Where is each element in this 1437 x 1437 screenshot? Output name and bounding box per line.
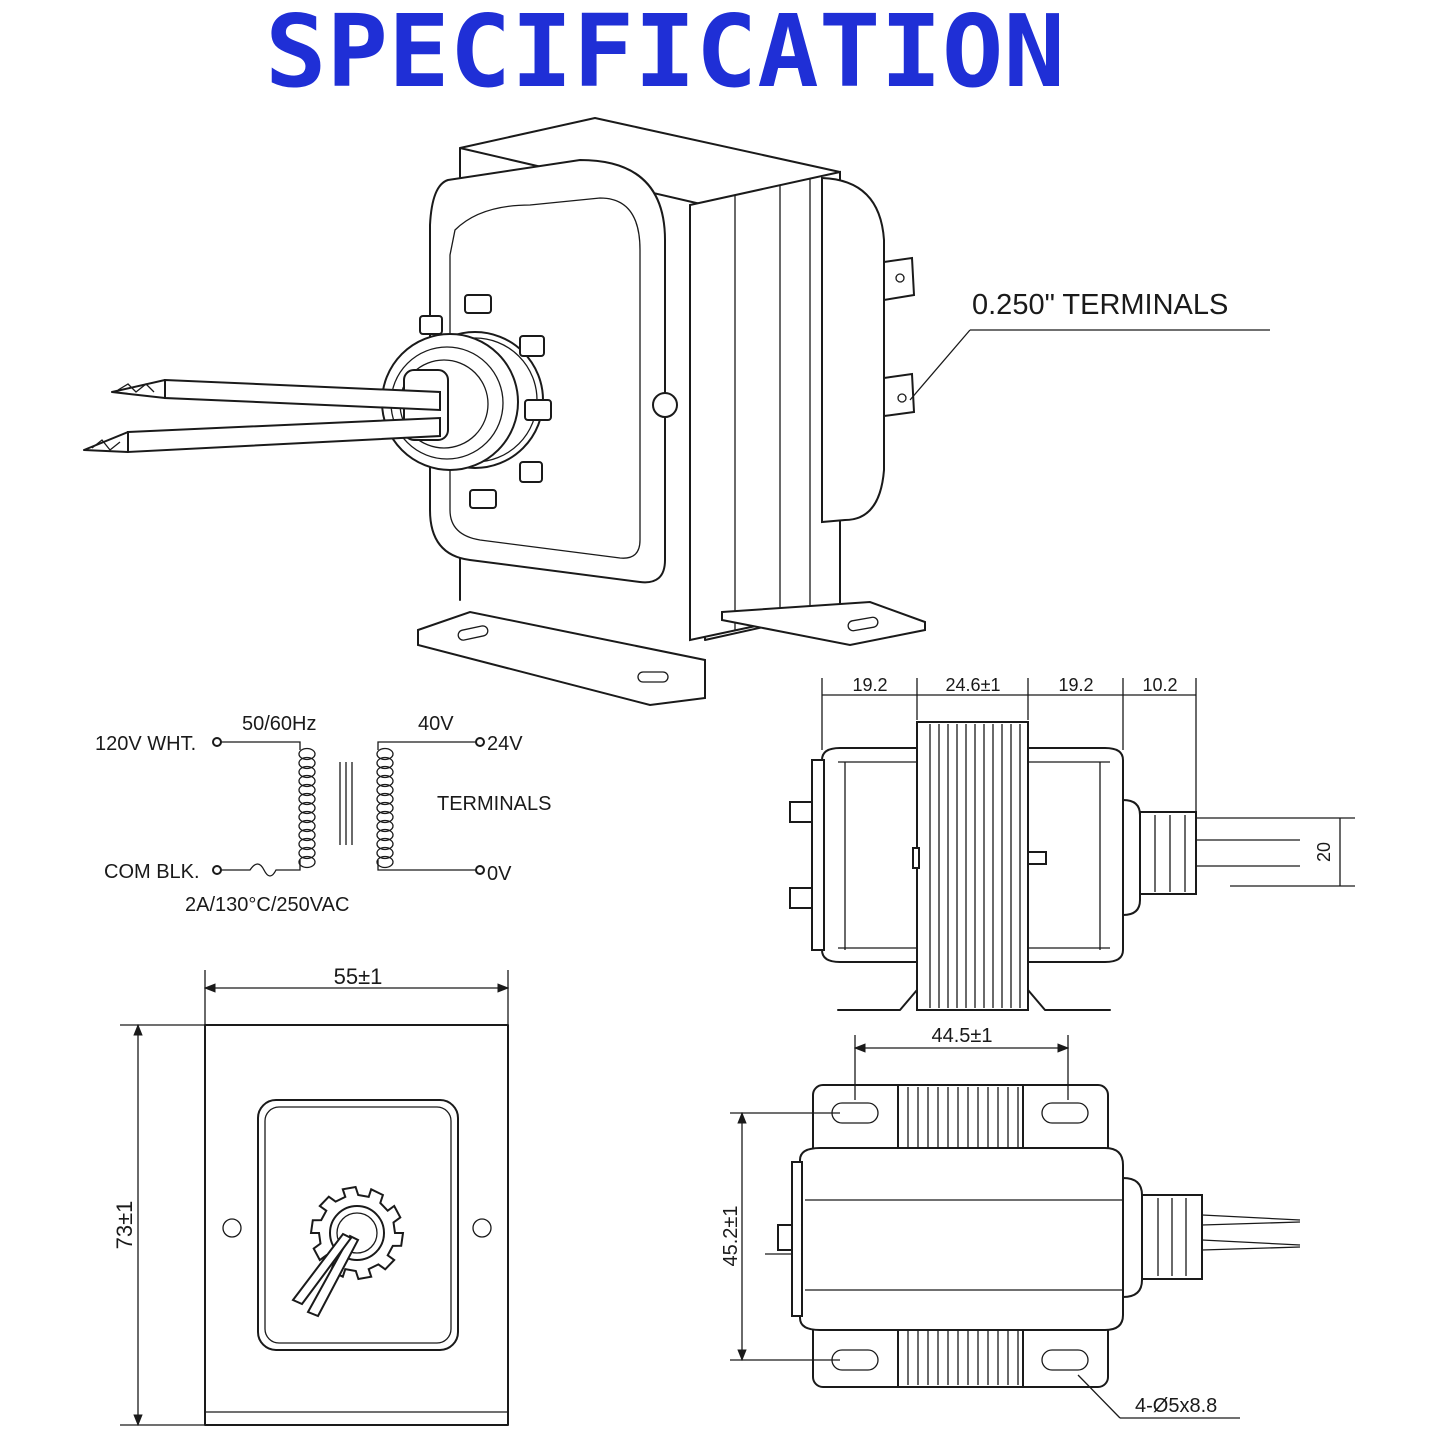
front-height-dim: 73±1 (112, 1201, 137, 1250)
secondary-hot-label: 24V (487, 733, 523, 755)
transformer-front-view: 55±1 73±1 (112, 964, 510, 1427)
transformer-bottom-view: 44.5±1 45.2±1 4-Ø5x8.8 (720, 1025, 1301, 1419)
primary-coil (298, 747, 316, 869)
side-dim-2: 24.6±1 (946, 675, 1001, 695)
secondary-com-label: 0V (487, 863, 512, 885)
wiring-schematic: 120V WHT. COM BLK. 50/60Hz 2A/130°C/250V… (95, 713, 551, 916)
lamination-lines (929, 724, 1021, 1008)
primary-com-label: COM BLK. (104, 861, 200, 883)
front-width-dim: 55±1 (334, 964, 383, 989)
transformer-isometric-view (83, 117, 926, 707)
fuse-label: 2A/130°C/250VAC (185, 894, 349, 916)
side-dim-3: 19.2 (1058, 675, 1093, 695)
mounting-holes-callout: 4-Ø5x8.8 (1135, 1395, 1217, 1417)
primary-hot-label: 120V WHT. (95, 733, 196, 755)
secondary-coil (376, 747, 394, 869)
side-dim-right: 20 (1314, 842, 1334, 862)
terminals-callout: 0.250" TERMINALS (972, 289, 1228, 321)
schematic-terminals-label: TERMINALS (437, 793, 551, 815)
secondary-va-label: 40V (418, 713, 454, 735)
frequency-label: 50/60Hz (242, 713, 317, 735)
transformer-side-view: 19.2 24.6±1 19.2 10.2 20 (789, 675, 1355, 1011)
page-title: SPECIFICATION (265, 0, 1065, 110)
hole-spacing-dim: 44.5±1 (931, 1025, 992, 1047)
bottom-height-dim: 45.2±1 (720, 1205, 742, 1266)
side-dim-1: 19.2 (852, 675, 887, 695)
side-dim-4: 10.2 (1142, 675, 1177, 695)
